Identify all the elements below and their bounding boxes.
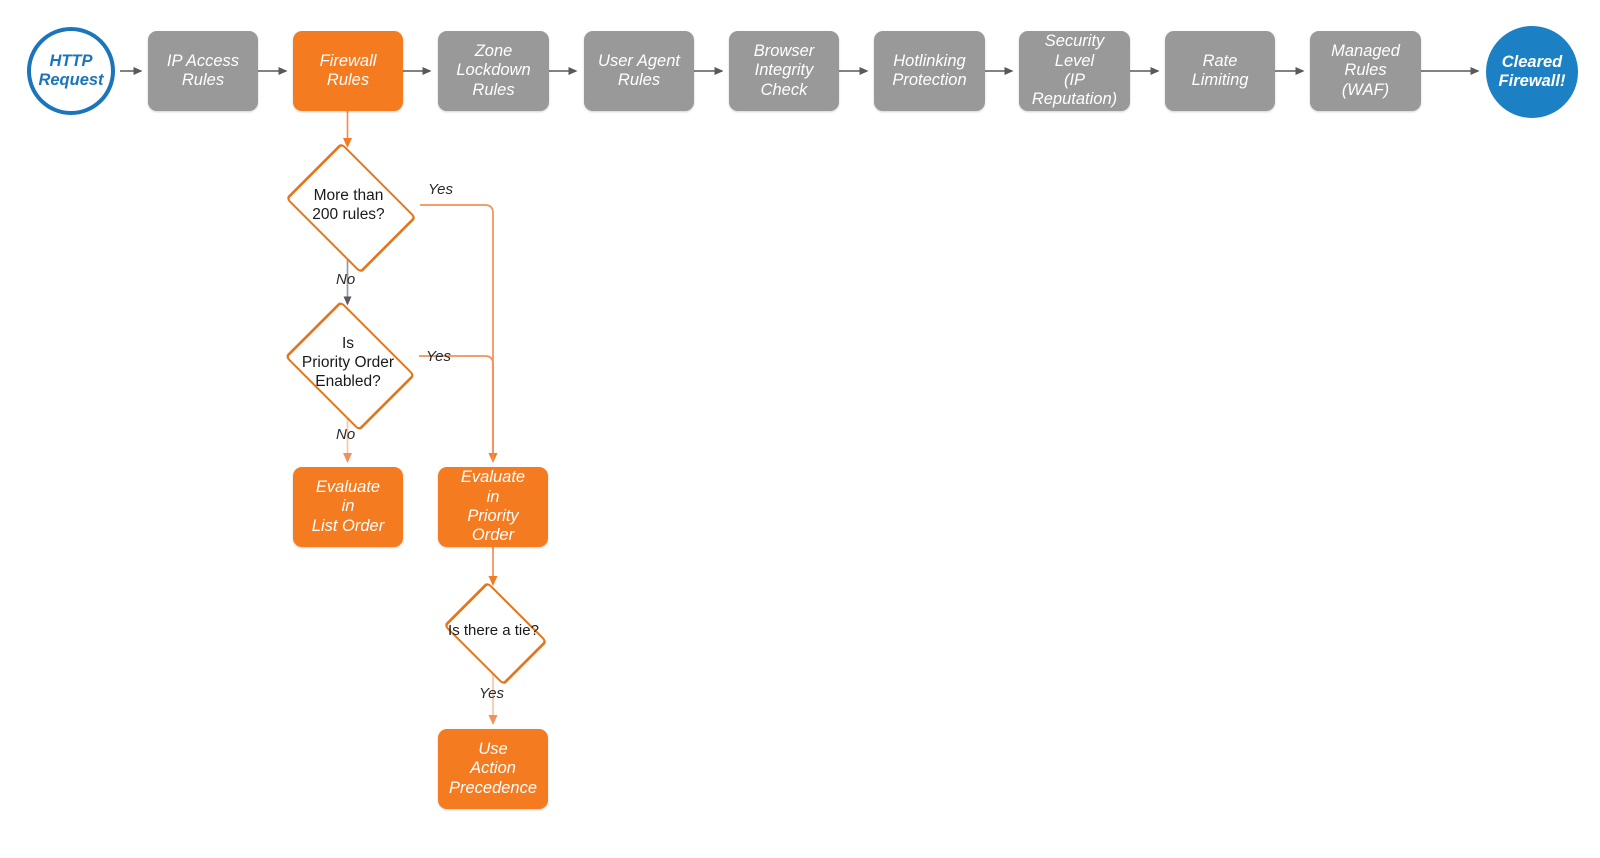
edge-label-no-priority-order: No — [336, 426, 355, 443]
node-evaluate-in-priority-order[interactable]: Evaluate in Priority Order — [438, 467, 548, 547]
node-label: Use Action Precedence — [448, 739, 538, 797]
node-label: Managed Rules (WAF) — [1331, 41, 1400, 99]
edge-decision1-yes — [420, 204, 498, 463]
node-browser-integrity-check[interactable]: Browser Integrity Check — [729, 31, 839, 111]
node-label: Evaluate in Priority Order — [460, 468, 526, 545]
node-zone-lockdown-rules[interactable]: Zone Lockdown Rules — [438, 31, 549, 111]
node-label: Cleared Firewall! — [1498, 52, 1566, 90]
edge-decision2-yes — [419, 355, 494, 461]
node-label: HTTP Request — [38, 51, 104, 89]
edge-label-text: Yes — [426, 348, 452, 365]
node-label: Rate Limiting — [1191, 51, 1249, 89]
node-label: More than 200 rules? — [312, 186, 385, 223]
node-rate-limiting[interactable]: Rate Limiting — [1165, 31, 1275, 111]
edge-label-yes-priority-order: Yes — [426, 348, 451, 365]
node-label: Browser Integrity Check — [753, 41, 815, 99]
node-label: Zone Lockdown Rules — [456, 41, 531, 99]
node-hotlinking-protection[interactable]: Hotlinking Protection — [874, 31, 985, 111]
node-security-level[interactable]: Security Level (IP Reputation) — [1019, 31, 1130, 111]
edge-label-text: Yes — [428, 181, 454, 198]
node-http-request[interactable]: HTTP Request — [27, 27, 115, 115]
node-managed-rules-waf[interactable]: Managed Rules (WAF) — [1310, 31, 1421, 111]
edge-label-text: Yes — [479, 685, 505, 702]
node-is-priority-order-enabled[interactable]: Is Priority Order Enabled? — [277, 300, 419, 431]
node-label: IP Access Rules — [166, 51, 240, 89]
node-ip-access-rules[interactable]: IP Access Rules — [148, 31, 258, 111]
edge-label-no-200-rules: No — [336, 271, 355, 288]
edge-label-yes-200-rules: Yes — [428, 181, 453, 198]
edge-label-yes-tie: Yes — [479, 685, 504, 702]
node-label: Security Level (IP Reputation) — [1031, 32, 1118, 109]
node-is-there-a-tie[interactable]: Is there a tie? — [437, 581, 550, 686]
node-evaluate-in-list-order[interactable]: Evaluate in List Order — [293, 467, 403, 547]
edge-label-text: No — [336, 426, 356, 443]
node-label: User Agent Rules — [598, 51, 680, 89]
node-label: Hotlinking Protection — [892, 51, 967, 89]
node-label: Evaluate in List Order — [311, 477, 385, 535]
node-use-action-precedence[interactable]: Use Action Precedence — [438, 729, 548, 809]
node-more-than-200-rules[interactable]: More than 200 rules? — [277, 141, 420, 274]
node-cleared-firewall[interactable]: Cleared Firewall! — [1486, 26, 1578, 118]
node-label: Is there a tie? — [448, 622, 539, 640]
node-user-agent-rules[interactable]: User Agent Rules — [584, 31, 694, 111]
node-firewall-rules[interactable]: Firewall Rules — [293, 31, 403, 111]
node-label: Firewall Rules — [319, 51, 377, 89]
edge-label-text: No — [336, 271, 356, 288]
node-label: Is Priority Order Enabled? — [301, 335, 395, 390]
